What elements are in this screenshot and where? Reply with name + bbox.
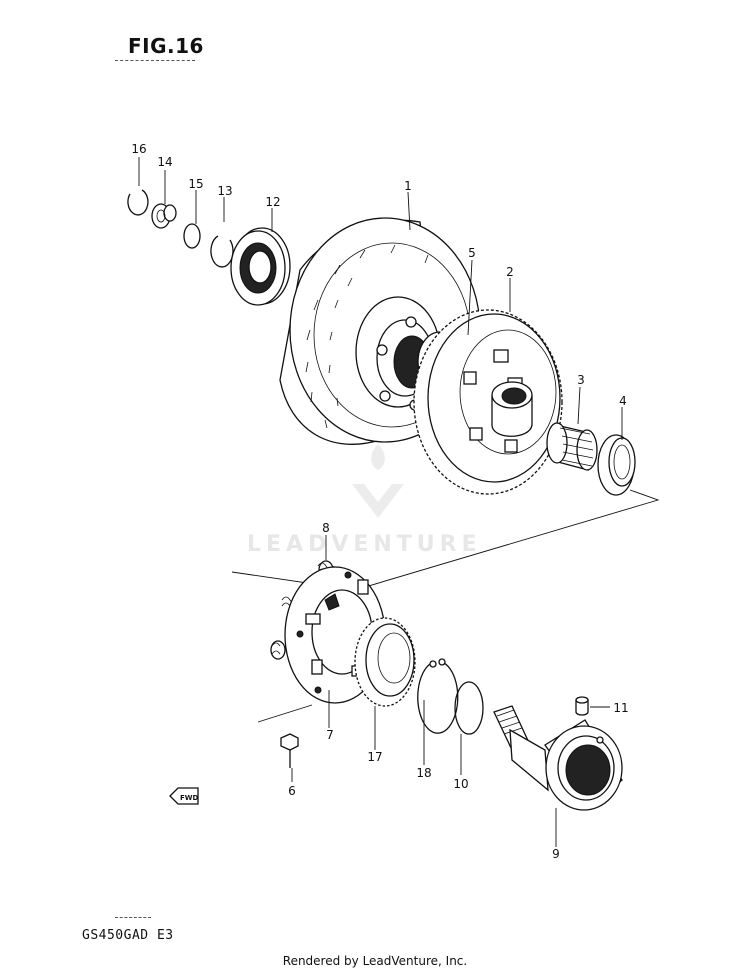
callout-14: 14	[157, 155, 173, 169]
circlip-18	[417, 658, 459, 734]
callout-13: 13	[217, 184, 233, 198]
watermark-text: LEADVENTURE	[247, 532, 482, 557]
figure-title: FIG.16	[128, 34, 204, 58]
callout-10: 10	[453, 777, 469, 791]
ring-15	[183, 223, 201, 249]
driven-gear-2	[413, 309, 563, 495]
footer-credit: Rendered by LeadVenture, Inc.	[282, 954, 468, 968]
callout-7: 7	[326, 728, 334, 742]
pin-11	[575, 696, 589, 716]
circlip-16	[127, 189, 149, 216]
model-code: GS450GAD E3	[82, 928, 174, 943]
bearing-12	[230, 227, 291, 306]
leadventure-logo-icon	[352, 444, 404, 518]
callout-17: 17	[367, 750, 383, 764]
needle-bearing-3	[546, 422, 598, 471]
callout-8: 8	[322, 521, 330, 535]
bolt-6	[280, 733, 299, 768]
bushing-14	[151, 203, 177, 229]
model-underline	[115, 917, 151, 918]
gear-17	[354, 617, 416, 707]
callout-4: 4	[619, 394, 627, 408]
snap-ring-13	[210, 235, 234, 268]
washer-4	[597, 434, 636, 496]
callout-12: 12	[265, 195, 281, 209]
callout-1: 1	[404, 179, 412, 193]
callout-15: 15	[188, 177, 204, 191]
callout-16: 16	[131, 142, 147, 156]
callout-5: 5	[468, 246, 476, 260]
shaft-9	[493, 705, 623, 811]
title-underline	[115, 60, 195, 61]
callout-11: 11	[613, 701, 629, 715]
callout-3: 3	[577, 373, 585, 387]
callout-9: 9	[552, 847, 560, 861]
callout-6: 6	[288, 784, 296, 798]
ring-10	[454, 681, 484, 735]
callout-18: 18	[416, 766, 432, 780]
fwd-arrow-icon: FWD	[169, 787, 199, 805]
callout-2: 2	[506, 265, 514, 279]
fwd-label: FWD	[180, 794, 199, 802]
